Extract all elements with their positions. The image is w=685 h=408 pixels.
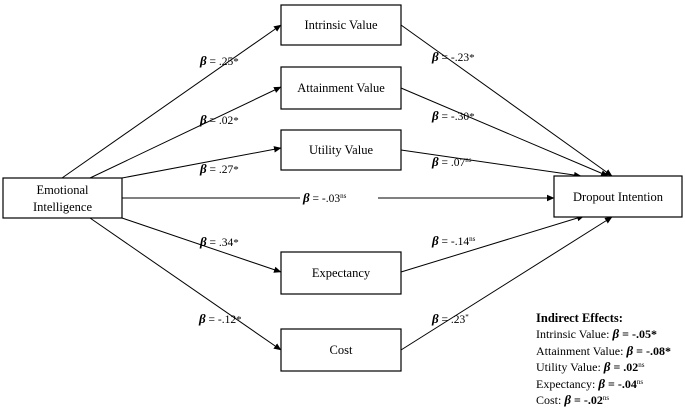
- edge-ei-expectancy: [121, 217, 282, 273]
- node-intrinsic-value-label: Intrinsic Value: [304, 18, 377, 32]
- indirect-effect-row: Utility Value: β = .02ns: [536, 359, 684, 375]
- indirect-effect-value: = -.05: [619, 327, 651, 342]
- node-utility-value: Utility Value: [280, 129, 402, 171]
- node-utility-value-label: Utility Value: [309, 143, 373, 157]
- significance-marker: ns: [638, 361, 645, 370]
- coef-attainment-dropout: β = -.30*: [431, 108, 475, 123]
- edge-ei-intrinsic: [61, 24, 282, 179]
- indirect-effect-row: Expectancy: β = -.04ns: [536, 376, 684, 392]
- node-emotional-intelligence-line1: Emotional: [36, 183, 89, 197]
- indirect-effect-value: = .02: [610, 360, 639, 375]
- node-intrinsic-value: Intrinsic Value: [280, 4, 402, 46]
- coef-ei-cost: β = -.12*: [198, 311, 242, 326]
- indirect-effects-panel: Indirect Effects: Intrinsic Value: β = -…: [536, 310, 684, 408]
- edge-attainment-dropout: [400, 87, 609, 177]
- indirect-effect-value: = -.04: [604, 376, 637, 391]
- indirect-effect-label: Cost:: [536, 393, 565, 408]
- node-expectancy: Expectancy: [280, 251, 402, 295]
- beta-symbol: β: [564, 392, 572, 408]
- coef-ei-attainment: β = .02*: [199, 112, 239, 127]
- node-dropout-intention: Dropout Intention: [553, 175, 683, 218]
- edge-intrinsic-dropout: [400, 24, 613, 177]
- coef-expectancy-dropout: β = -.14ns: [431, 233, 476, 248]
- node-cost: Cost: [280, 328, 402, 372]
- significance-marker: ns: [636, 377, 644, 386]
- indirect-effect-row: Cost: β = -.02ns: [536, 392, 684, 408]
- coef-ei-utility: β = .27*: [199, 161, 239, 176]
- coef-utility-dropout: β = .07ns: [431, 154, 472, 169]
- edge-expectancy-dropout: [400, 214, 585, 273]
- indirect-effect-label: Utility Value:: [536, 360, 604, 375]
- edge-ei-cost: [89, 217, 282, 351]
- significance-marker: *: [650, 327, 657, 342]
- coef-ei-intrinsic: β = .25*: [199, 53, 239, 68]
- coef-cost-dropout: β = .23*: [431, 311, 469, 326]
- edge-utility-dropout: [400, 149, 582, 179]
- beta-symbol: β: [612, 326, 620, 342]
- node-cost-label: Cost: [330, 343, 353, 357]
- node-attainment-value: Attainment Value: [280, 66, 402, 110]
- coef-direct: β = -.03ns: [302, 190, 347, 205]
- beta-symbol: β: [603, 359, 611, 375]
- edge-ei-attainment: [89, 86, 282, 179]
- indirect-effect-value: = -.02: [571, 393, 603, 408]
- node-expectancy-label: Expectancy: [312, 266, 371, 280]
- indirect-effect-label: Expectancy:: [536, 376, 599, 391]
- edge-cost-dropout: [400, 216, 613, 351]
- indirect-effect-label: Attainment Value:: [536, 343, 627, 358]
- coef-ei-expectancy: β = .34*: [199, 234, 239, 249]
- beta-symbol: β: [626, 342, 634, 358]
- indirect-effect-row: Intrinsic Value: β = -.05*: [536, 326, 684, 342]
- node-attainment-value-label: Attainment Value: [297, 81, 385, 95]
- node-emotional-intelligence: Emotional Intelligence: [2, 177, 123, 219]
- indirect-effect-label: Intrinsic Value:: [536, 327, 613, 342]
- indirect-effect-value: = -.08: [633, 343, 665, 358]
- beta-symbol: β: [598, 375, 605, 391]
- node-dropout-intention-label: Dropout Intention: [573, 190, 664, 204]
- node-emotional-intelligence-line2: Intelligence: [33, 200, 92, 214]
- coef-intrinsic-dropout: β = -.23*: [431, 49, 475, 64]
- edge-ei-utility: [121, 146, 282, 179]
- significance-marker: *: [664, 343, 671, 358]
- indirect-effects-title: Indirect Effects:: [536, 311, 623, 325]
- significance-marker: ns: [602, 394, 610, 403]
- indirect-effect-row: Attainment Value: β = -.08*: [536, 343, 684, 359]
